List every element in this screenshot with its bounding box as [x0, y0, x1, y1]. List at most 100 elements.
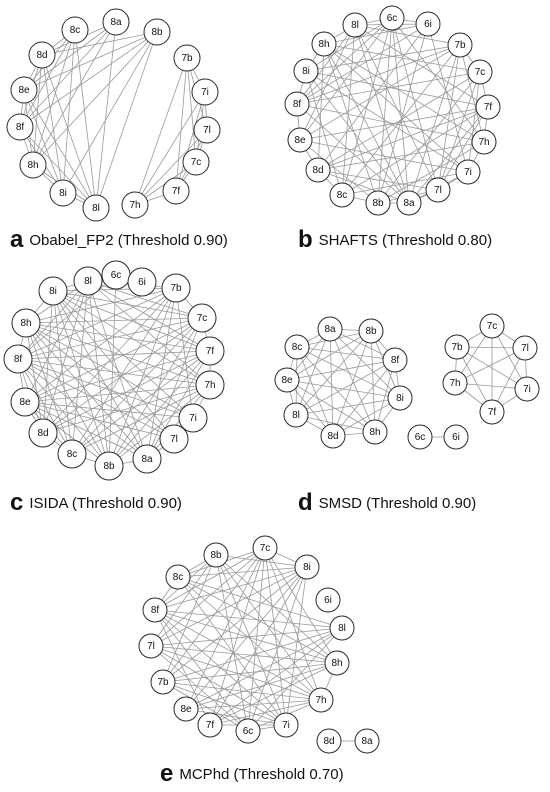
- node-circle: [382, 347, 408, 373]
- edge-8i-7i: [285, 566, 308, 726]
- node-7l: 7l: [425, 177, 451, 203]
- edge-8b-8h: [32, 31, 158, 166]
- edge-8c-7f: [341, 106, 489, 196]
- edge-8h-7c: [323, 43, 481, 73]
- node-7b: 7b: [161, 273, 191, 303]
- edge-8i-7b: [162, 566, 308, 683]
- node-8l: 8l: [73, 266, 103, 296]
- node-7f: 7f: [162, 177, 190, 205]
- node-label: 7h: [449, 378, 460, 389]
- edge-8a-7f: [408, 106, 489, 204]
- node-8f: 8f: [142, 597, 168, 623]
- node-label: 7f: [484, 102, 493, 113]
- node-circle: [10, 76, 38, 104]
- edge-8i-7i: [305, 70, 469, 173]
- edge-8i-7b: [305, 44, 461, 72]
- edge-8i-7l: [150, 566, 308, 647]
- node-label: 8i: [396, 393, 404, 404]
- node-label: 7h: [478, 137, 489, 148]
- node-label: 8h: [20, 318, 31, 329]
- node-circle: [447, 32, 473, 58]
- edge-8e-7l: [24, 401, 175, 440]
- node-label: 8d: [37, 428, 48, 439]
- edge-6c-7l: [391, 17, 439, 191]
- node-circle: [317, 316, 343, 342]
- edge-7f-7l: [437, 106, 489, 191]
- node-7h: 7h: [471, 129, 497, 155]
- node-label: 8a: [110, 17, 122, 28]
- edge-8i-7c: [52, 290, 203, 319]
- edge-8f-7c: [17, 317, 203, 360]
- panel-c-letter: c: [10, 489, 24, 516]
- edge-8l-7f: [209, 627, 343, 726]
- edge-7l-7h: [454, 347, 526, 384]
- node-label: 7l: [203, 125, 211, 136]
- edge-8h-8a: [25, 322, 148, 460]
- node-circle: [57, 439, 87, 469]
- node-8i: 8i: [293, 58, 319, 84]
- node-label: 6i: [452, 432, 460, 443]
- edge-7h-8c: [71, 384, 211, 455]
- edge-6i-8f: [296, 23, 429, 105]
- node-label: 7l: [147, 641, 155, 652]
- edge-8i-8d: [332, 397, 401, 437]
- node-7i: 7i: [514, 376, 540, 402]
- edge-8d-8a: [317, 169, 410, 204]
- edge-8c-7i: [177, 576, 287, 726]
- node-circle: [415, 11, 441, 37]
- edge-8i-8d: [42, 290, 54, 434]
- node-circle: [324, 650, 350, 676]
- node-7c: 7c: [182, 148, 210, 176]
- node-8d: 8d: [316, 728, 342, 754]
- edge-8h-8d: [317, 43, 325, 171]
- node-circle: [187, 303, 217, 333]
- node-circle: [182, 148, 210, 176]
- node-label: 7l: [170, 434, 178, 445]
- node-label: 8c: [70, 25, 81, 36]
- node-7i: 7i: [273, 712, 299, 738]
- edge-8f-7h: [296, 103, 485, 143]
- edge-8f-8a: [17, 358, 148, 460]
- edge-8a-8e: [23, 21, 117, 91]
- node-8f: 8f: [3, 344, 33, 374]
- node-8i: 8i: [49, 179, 77, 207]
- node-8a: 8a: [132, 444, 162, 474]
- node-circle: [284, 91, 310, 117]
- edge-8d-8i: [41, 54, 64, 194]
- node-8f: 8f: [382, 347, 408, 373]
- edge-7c-8f: [154, 547, 266, 611]
- node-circle: [11, 308, 41, 338]
- node-circle: [195, 370, 225, 400]
- edge-8e-8a: [24, 401, 148, 460]
- panel-e-caption-text: MCPhd (Threshold 0.70): [179, 766, 344, 783]
- edge-8c-8h: [32, 29, 76, 166]
- edge-8a-7b: [408, 44, 461, 204]
- edge-8e-7b: [299, 44, 461, 141]
- node-8d: 8d: [28, 41, 56, 69]
- edge-7f-8a: [146, 350, 211, 460]
- node-8l: 8l: [342, 12, 368, 38]
- edge-7f-8c: [71, 350, 211, 455]
- node-7i: 7i: [191, 78, 219, 106]
- node-6c: 6c: [379, 5, 405, 31]
- edge-8l-6c: [247, 627, 343, 732]
- node-circle: [203, 542, 229, 568]
- edge-8e-7f: [299, 106, 489, 141]
- node-7h: 7h: [195, 370, 225, 400]
- edge-7l-7h: [150, 645, 322, 701]
- node-8a: 8a: [317, 316, 343, 342]
- node-label: 8a: [403, 198, 415, 209]
- node-circle: [320, 423, 346, 449]
- edge-8a-8h: [329, 328, 376, 433]
- node-label: 8f: [16, 122, 25, 133]
- node-label: 7f: [206, 720, 215, 731]
- edge-8e-7c: [24, 317, 203, 403]
- node-circle: [138, 633, 164, 659]
- edge-8l-7l: [150, 627, 343, 647]
- node-circle: [308, 687, 334, 713]
- edge-8h-7b: [162, 662, 338, 683]
- edge-7b-8d: [42, 287, 177, 434]
